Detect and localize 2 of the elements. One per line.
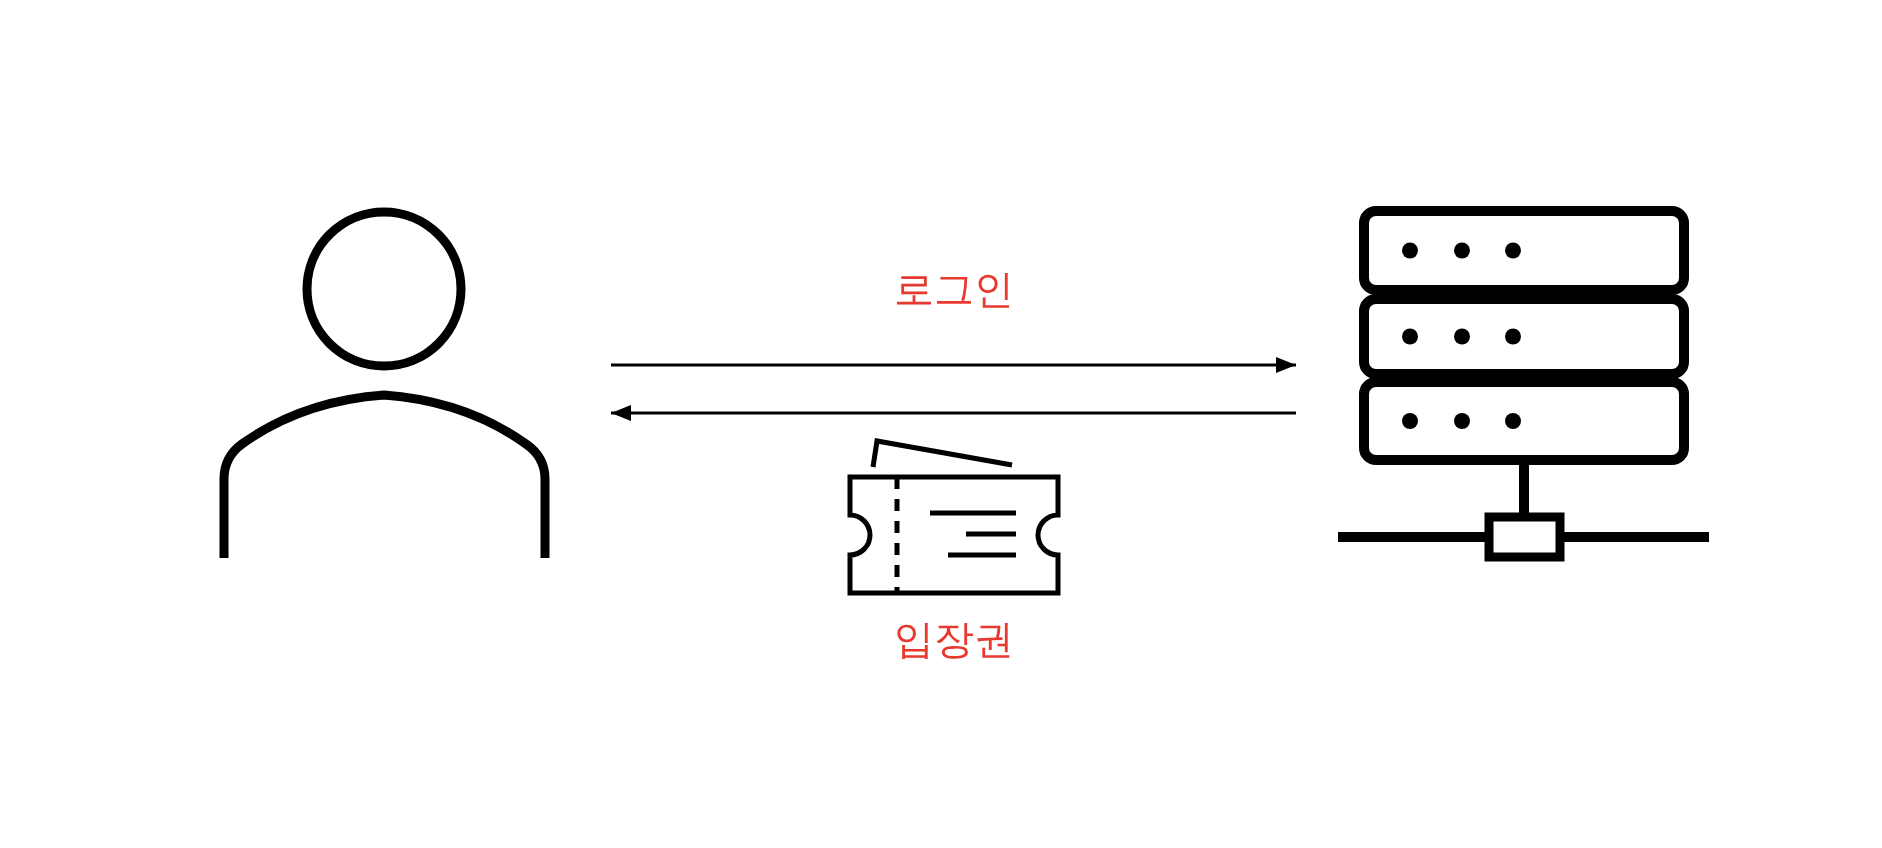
arrow [611,405,1296,421]
arrow [611,357,1296,373]
